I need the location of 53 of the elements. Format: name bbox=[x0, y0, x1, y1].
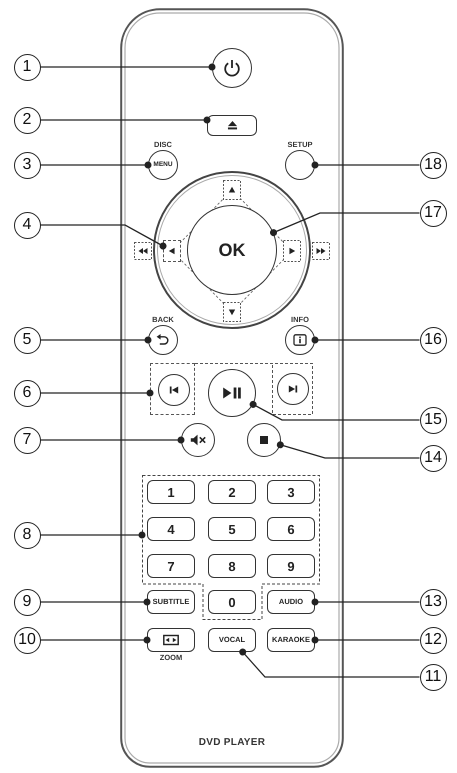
leader-line bbox=[40, 436, 184, 444]
leader-line bbox=[40, 598, 150, 606]
number-key: 1 bbox=[147, 480, 195, 504]
number-key: 8 bbox=[208, 554, 256, 578]
number-keypad-frame bbox=[142, 475, 320, 620]
eject-button bbox=[207, 114, 257, 136]
number-key: 6 bbox=[267, 517, 315, 541]
number-key: 7 bbox=[147, 554, 195, 578]
leader-line bbox=[250, 400, 420, 421]
leader-line bbox=[312, 636, 420, 644]
callout-number: 3 bbox=[14, 152, 40, 178]
callout-number: 8 bbox=[14, 522, 40, 548]
leader-line bbox=[40, 532, 146, 538]
callout-number: 15 bbox=[420, 406, 446, 434]
remote-control-body bbox=[120, 8, 344, 768]
previous-track-button bbox=[158, 374, 190, 406]
leader-line bbox=[40, 336, 152, 344]
leader-line bbox=[270, 212, 420, 236]
previous-track-group bbox=[150, 363, 195, 415]
leader-line bbox=[312, 336, 420, 344]
leader-line bbox=[276, 441, 420, 459]
device-type-label: DVD PLAYER bbox=[198, 737, 266, 749]
callout-number: 9 bbox=[14, 588, 40, 616]
callout-number: 12 bbox=[420, 626, 446, 654]
callout-number: 5 bbox=[14, 326, 40, 354]
callout-number: 16 bbox=[420, 326, 446, 354]
leader-line bbox=[40, 162, 152, 168]
number-key: 0 bbox=[208, 590, 256, 614]
number-key: 5 bbox=[208, 517, 256, 541]
callout-number: 6 bbox=[14, 380, 40, 406]
left-arrow-key bbox=[163, 240, 181, 262]
callout-number: 11 bbox=[420, 664, 446, 690]
leader-line bbox=[40, 64, 216, 70]
callout-number: 2 bbox=[14, 106, 40, 134]
leader-line bbox=[40, 636, 150, 644]
callout-number: 10 bbox=[14, 626, 40, 654]
callout-number: 7 bbox=[14, 426, 40, 454]
callout-number: 1 bbox=[14, 54, 40, 80]
leader-line bbox=[40, 390, 154, 396]
callout-number: 14 bbox=[420, 444, 446, 472]
number-key: 3 bbox=[267, 480, 315, 504]
callout-number: 4 bbox=[14, 212, 40, 238]
number-key: 2 bbox=[208, 480, 256, 504]
number-key: 4 bbox=[147, 517, 195, 541]
callout-number: 18 bbox=[420, 152, 446, 178]
leader-line bbox=[312, 598, 420, 606]
leader-line bbox=[40, 116, 210, 124]
leader-line bbox=[312, 162, 420, 168]
leader-line bbox=[239, 648, 420, 678]
callout-number: 13 bbox=[420, 588, 446, 616]
leader-line bbox=[40, 224, 166, 250]
callout-number: 17 bbox=[420, 200, 446, 226]
number-key: 9 bbox=[267, 554, 315, 578]
